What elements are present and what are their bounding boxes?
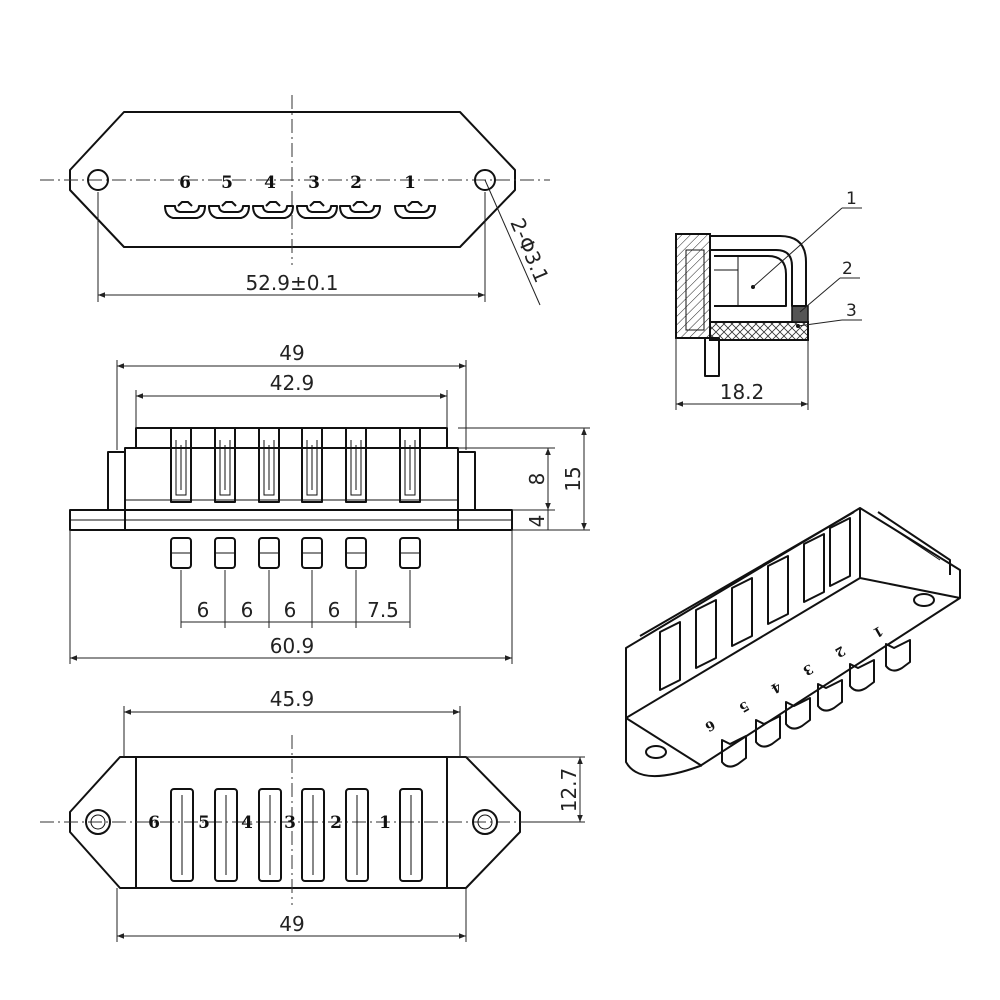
front-pins [170,537,421,569]
bottom-slot [214,788,238,882]
hole-dim: 2-Φ3.1 [505,215,553,287]
top-pin-label: 5 [221,173,233,193]
top-view-right-hole [474,169,496,191]
iso-right-hole [913,593,935,607]
top-view-flange [69,111,516,248]
iso-left-hole [645,745,667,759]
top-terminal [394,201,436,219]
iso-pins [721,639,911,768]
section-base [709,321,809,341]
callout-leader-1 [752,207,843,288]
iso-pin-label: 5 [736,697,751,715]
section-view: 1 2 3 18.2 [675,189,862,410]
iso-top-rail [639,511,855,637]
iso-pin-label: 4 [768,678,783,696]
bottom-top-width: 45.9 [270,687,315,711]
front-height-lower: 4 [525,515,549,528]
front-terminal [301,427,323,503]
pitch-label: 6 [197,598,210,622]
bottom-width: 49 [279,912,304,936]
front-inner-width: 42.9 [270,371,315,395]
front-body [124,447,459,531]
front-terminals [170,427,421,503]
iso-pin-labels: 6 5 4 3 2 1 [702,622,885,734]
bottom-view-right-hole [472,809,498,835]
bottom-slot [258,788,282,882]
iso-right-rib [877,511,951,575]
front-overall-width: 49 [279,341,304,365]
top-terminal [339,201,381,219]
section-width: 18.2 [720,380,765,404]
iso-right-rib-line [879,519,941,561]
iso-fins [659,517,851,691]
top-pin-label: 1 [404,173,416,193]
pitch-dims: 6 6 6 6 7.5 [180,570,411,628]
front-height-upper: 8 [525,473,549,486]
top-terminal [164,201,206,219]
bottom-pin-label: 5 [198,813,210,833]
top-pin-label: 4 [264,173,276,193]
bottom-depth: 12.7 [557,768,581,813]
iso-view: 6 5 4 3 2 1 [625,507,961,777]
section-inner [714,255,787,307]
top-width-dim: 52.9±0.1 [245,271,338,295]
top-pin-label: 2 [350,173,362,193]
bottom-pin-label: 6 [148,813,160,833]
front-terminal [399,427,421,503]
bottom-view-slots [170,788,423,882]
section-pin [704,337,720,377]
iso-pin-label: 3 [800,660,815,678]
bottom-view-left-hole-inner [90,814,106,830]
bottom-slot [345,788,369,882]
bottom-view-right-hole-inner [477,814,493,830]
pitch-label: 6 [241,598,254,622]
bottom-slot [301,788,325,882]
top-terminal [296,201,338,219]
front-terminal [258,427,280,503]
front-top-rail [135,427,448,449]
pitch-label: 6 [284,598,297,622]
top-terminal [208,201,250,219]
bottom-view: 6 5 4 3 2 1 45.9 12.7 49 [40,687,585,942]
top-view: 6 5 4 3 2 1 52.9±0.1 2-Φ3.1 [40,95,554,306]
callout-leader-2 [799,277,841,313]
bottom-view-pin-labels: 6 5 4 3 2 1 [148,813,391,833]
front-terminal [345,427,367,503]
front-terminal [170,427,192,503]
top-view-left-hole [87,169,109,191]
iso-body [625,507,961,777]
callout-3: 3 [846,301,857,321]
front-height-total: 15 [561,466,585,491]
iso-pin-label: 2 [832,642,847,660]
section-part-2 [791,305,809,323]
top-pin-label: 3 [308,173,320,193]
bottom-pin-label: 2 [330,813,342,833]
bottom-slot [399,788,423,882]
iso-pin-label: 6 [702,716,717,734]
front-terminal [214,427,236,503]
section-wall-core-hatch [686,250,704,330]
callout-1: 1 [846,189,857,209]
front-base-width: 60.9 [270,634,315,658]
pitch-label: 7.5 [367,598,399,622]
bottom-pin-label: 3 [284,813,296,833]
callout-leader-3 [797,319,843,327]
bottom-pin-label: 1 [379,813,391,833]
section-contact [710,235,807,307]
pitch-label: 6 [328,598,341,622]
hole-leader [484,179,541,306]
top-pin-label: 6 [179,173,191,193]
iso-pin-label: 1 [870,622,885,640]
top-view-pin-labels: 6 5 4 3 2 1 [179,173,416,193]
bottom-slot [170,788,194,882]
bottom-pin-label: 4 [241,813,253,833]
bottom-view-left-hole [85,809,111,835]
front-view: 49 42.9 8 4 15 6 6 6 6 7.5 [69,341,590,664]
top-terminal [252,201,294,219]
top-view-terminals [164,201,436,219]
callout-2: 2 [842,259,853,279]
